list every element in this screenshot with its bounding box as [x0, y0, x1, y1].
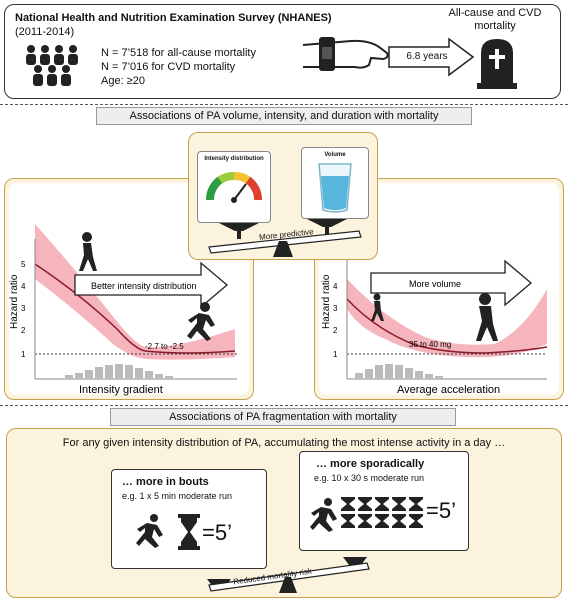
walking-icon: [79, 232, 97, 271]
sporadic-card: … more sporadically e.g. 10 x 30 s moder…: [299, 451, 469, 551]
predictive-scale-panel: Intensity distribution Volume More predi…: [188, 132, 378, 260]
study-years: (2011-2014): [15, 26, 75, 38]
outcome-label: All-cause and CVD mortality: [448, 7, 542, 32]
left-hr-curve: [34, 263, 236, 354]
followup-arrow: [388, 37, 475, 77]
left-histogram: [65, 364, 173, 379]
n-cvd: N = 7’016 for CVD mortality: [101, 61, 236, 73]
volume-card-title: Volume: [324, 152, 346, 158]
running-icon: [310, 498, 337, 532]
water-glass-icon: [318, 163, 352, 213]
walking-icon-small: [371, 293, 384, 321]
right-arrow-label: More volume: [409, 279, 461, 289]
left-ytick: 4: [21, 282, 26, 291]
risk-scale-beam-icon: [207, 557, 370, 593]
left-ylabel: Hazard ratio: [9, 274, 20, 329]
crowd-icon: [26, 45, 78, 86]
wrist-accelerometer-icon: [302, 37, 389, 71]
hourglass-grid-icon: [341, 497, 423, 528]
left-xlabel: Intensity gradient: [79, 384, 163, 396]
right-xlabel: Average acceleration: [397, 384, 500, 396]
age-criteria: Age: ≥20: [101, 75, 145, 87]
right-hr-curve: [346, 298, 548, 354]
divider-1: [0, 104, 568, 105]
left-ytick: 1: [21, 350, 26, 359]
study-title: National Health and Nutrition Examinatio…: [15, 12, 332, 24]
hourglass-icon: [178, 514, 200, 550]
sporadic-example: e.g. 10 x 30 s moderate run: [314, 473, 425, 483]
bouts-card: … more in bouts e.g. 1 x 5 min moderate …: [111, 469, 267, 569]
followup-duration: 6.8 years: [406, 51, 448, 62]
n-allcause: N = 7’518 for all-cause mortality: [101, 47, 256, 59]
right-ytick: 2: [333, 326, 338, 335]
right-ytick: 3: [333, 304, 338, 313]
section2-label: Associations of PA fragmentation with mo…: [110, 408, 456, 426]
left-ytick: 3: [21, 304, 26, 313]
right-ylabel: Hazard ratio: [321, 274, 332, 329]
study-info-panel: National Health and Nutrition Examinatio…: [4, 4, 561, 99]
divider-2: [0, 405, 568, 406]
gauge-icon: [206, 172, 262, 203]
right-ci-band: [347, 279, 547, 358]
left-arrow: [74, 261, 229, 309]
sporadic-title: … more sporadically: [316, 458, 425, 470]
volume-card: Volume: [301, 147, 369, 219]
running-icon: [136, 514, 163, 548]
fragmentation-intro: For any given intensity distribution of …: [62, 437, 506, 449]
left-arrow-label: Better intensity distribution: [91, 281, 197, 291]
intensity-distribution-card: Intensity distribution: [197, 151, 271, 223]
right-arrow: [370, 259, 533, 307]
right-ytick: 4: [333, 282, 338, 291]
section1-label: Associations of PA volume, intensity, an…: [96, 107, 472, 125]
left-ytick: 2: [21, 326, 26, 335]
right-annotation: 35 to 40 mg: [409, 340, 451, 349]
bouts-equals: =5’: [202, 520, 232, 545]
intensity-card-title: Intensity distribution: [204, 156, 264, 162]
left-ytick: 5: [21, 260, 26, 269]
sporadic-equals: =5’: [426, 498, 456, 523]
right-histogram: [355, 364, 443, 379]
scale-beam-icon: [208, 219, 362, 257]
tombstone-icon: [477, 39, 517, 89]
bouts-title: … more in bouts: [122, 476, 209, 488]
fragmentation-panel: For any given intensity distribution of …: [6, 428, 562, 598]
running-icon: [187, 302, 215, 341]
left-annotation: -2.7 to -2.5: [145, 342, 184, 351]
right-ytick: 1: [333, 350, 338, 359]
bouts-example: e.g. 1 x 5 min moderate run: [122, 491, 233, 501]
walking-icon-large: [476, 293, 498, 341]
volume-plot: 4 3 2 1 Hazard ratio More volume 35 to 4…: [319, 183, 559, 396]
